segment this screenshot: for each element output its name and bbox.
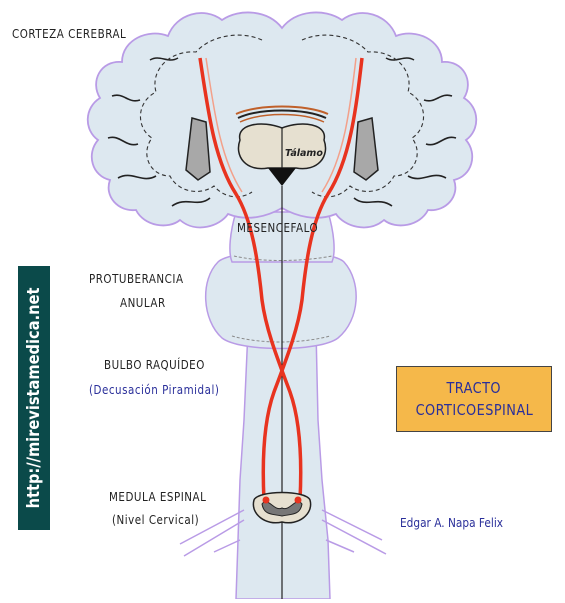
site-url-banner: http://mirevistamedica.net (18, 266, 50, 530)
midbrain-label: MESENCEFALO (237, 221, 318, 235)
site-url-text: http://mirevistamedica.net (24, 288, 44, 509)
cortex-label: CORTEZA CEREBRAL (12, 27, 126, 41)
pons-label-line1: PROTUBERANCIA (89, 272, 184, 286)
pons (206, 252, 356, 349)
spinal-label: MEDULA ESPINAL (109, 490, 206, 504)
medulla-label: BULBO RAQUÍDEO (104, 358, 205, 372)
pons-label-line2: ANULAR (120, 296, 166, 310)
thalamus-label: Tálamo (285, 148, 323, 159)
medulla-sub-label: (Decusación Piramidal) (89, 383, 219, 397)
title-box: TRACTO CORTICOESPINAL (396, 366, 552, 432)
title-line1: TRACTO (447, 377, 502, 399)
spinal-sub-label: (Nivel Cervical) (112, 513, 199, 527)
author-credit: Edgar A. Napa Felix (400, 516, 503, 530)
spinal-cross-section (253, 493, 310, 523)
title-line2: CORTICOESPINAL (415, 399, 533, 421)
